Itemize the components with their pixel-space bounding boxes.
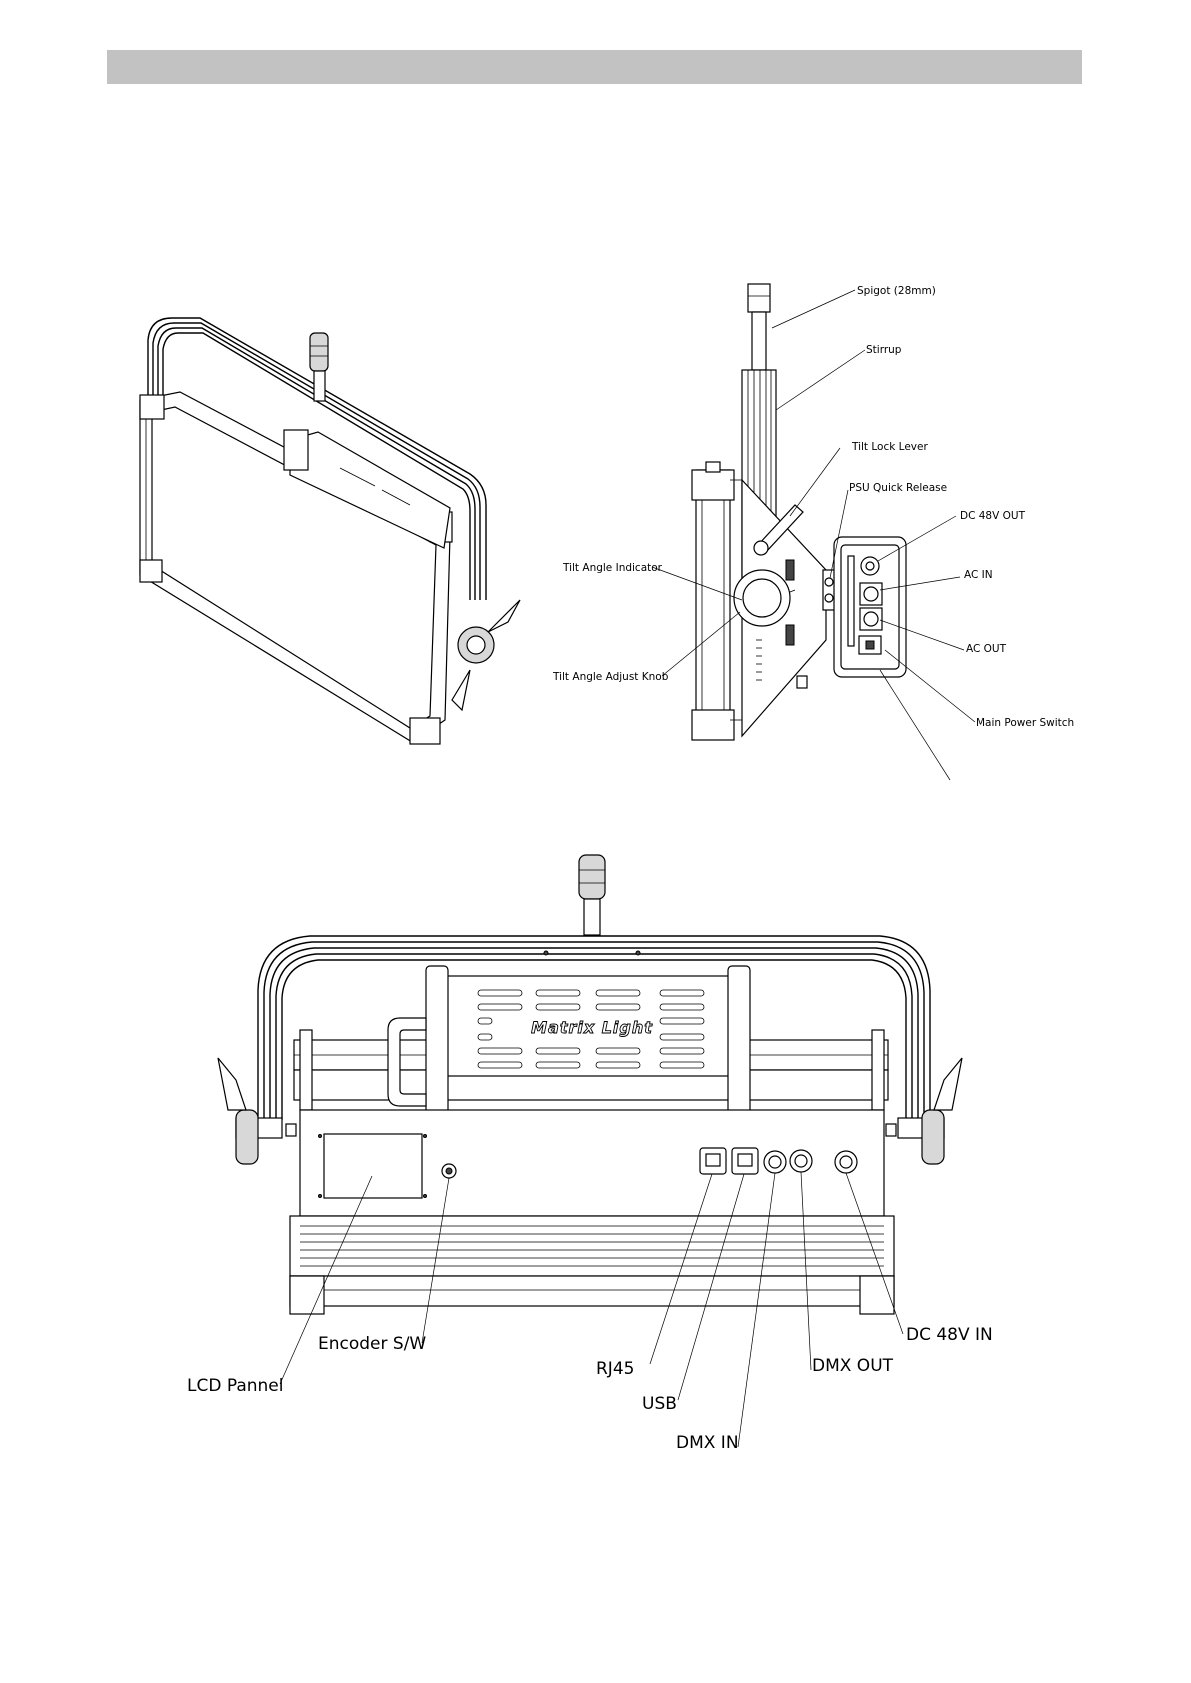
isometric-view [140, 318, 520, 744]
label-tilt-angle-indicator: Tilt Angle Indicator [562, 562, 663, 574]
label-encoder-sw: Encoder S/W [318, 1334, 426, 1354]
brand-logo: Matrix Light [531, 1018, 653, 1037]
label-tilt-angle-adjust-knob: Tilt Angle Adjust Knob [552, 671, 669, 683]
label-lcd-pannel: LCD Pannel [187, 1376, 283, 1396]
label-ac-in: AC IN [964, 569, 993, 581]
label-rj45: RJ45 [596, 1359, 634, 1379]
label-stirrup: Stirrup [866, 344, 902, 356]
label-psu-quick-release: PSU Quick Release [849, 482, 947, 494]
label-usb: USB [642, 1394, 677, 1414]
label-tilt-lock-lever: Tilt Lock Lever [851, 441, 928, 453]
lcd-screen [324, 1134, 422, 1198]
label-dc-48v-in: DC 48V IN [906, 1325, 993, 1345]
label-spigot: Spigot (28mm) [857, 285, 936, 297]
label-main-power-switch: Main Power Switch [976, 717, 1074, 729]
rear-view: Matrix Light [218, 855, 962, 1314]
label-dmx-out: DMX OUT [812, 1356, 894, 1376]
label-dmx-in: DMX IN [676, 1433, 739, 1453]
side-view-labels: Spigot (28mm) Stirrup Tilt Lock Lever PS… [552, 285, 1074, 729]
label-dc-48v-out: DC 48V OUT [960, 510, 1026, 522]
label-ac-out: AC OUT [966, 643, 1007, 655]
rear-view-labels: LCD Pannel Encoder S/W RJ45 USB DMX IN D… [187, 1325, 993, 1453]
